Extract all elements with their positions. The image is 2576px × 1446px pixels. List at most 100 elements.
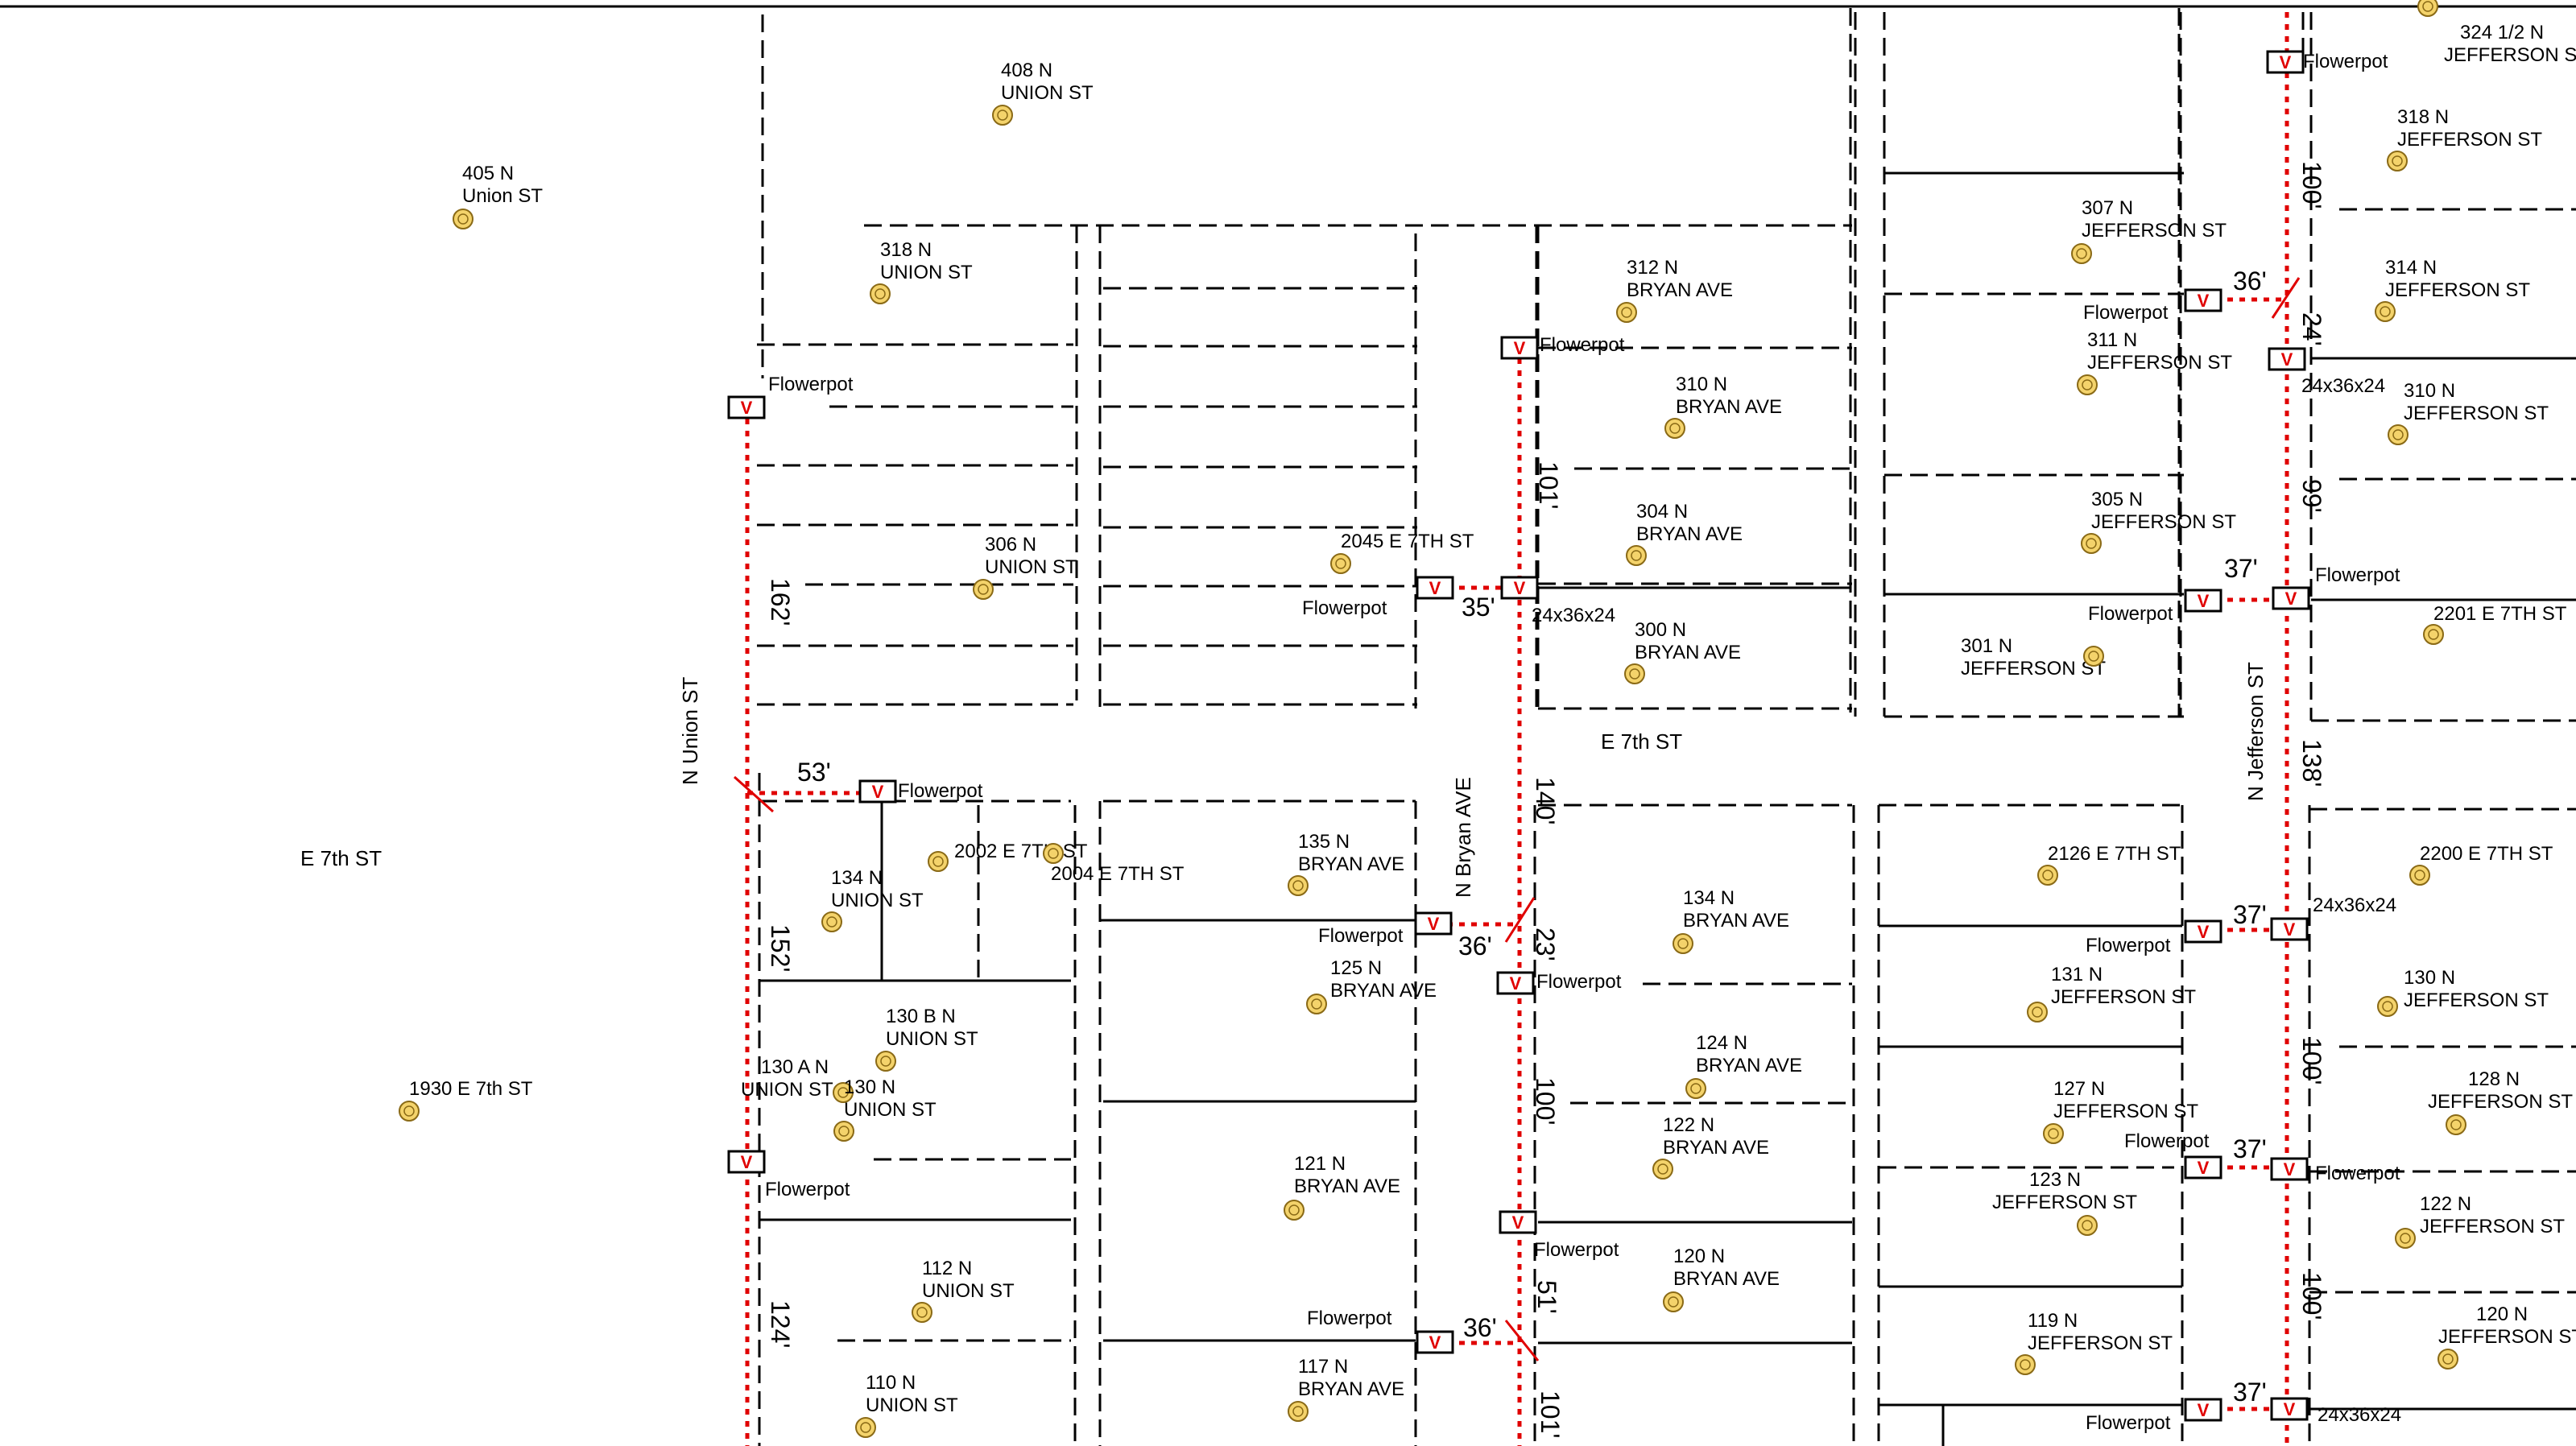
flowerpot-label: Flowerpot	[2315, 1163, 2400, 1184]
address-2200-e-7th[interactable]: 2200 E 7TH ST	[2409, 843, 2553, 886]
address-1930-e-7th[interactable]: 1930 E 7th ST	[399, 1078, 533, 1122]
valve-box-icon: V	[1416, 1330, 1454, 1354]
dimension-label: 138'	[2297, 739, 2326, 787]
svg-text:V: V	[741, 398, 753, 418]
street-label-e7th-center: E 7th ST	[1601, 729, 1682, 754]
valve-labels: Flowerpot Flowerpot Flowerpot Flowerpot …	[765, 51, 2401, 1434]
flowerpot-label: Flowerpot	[898, 780, 983, 802]
dimension-label: 37'	[2233, 1378, 2267, 1407]
valve-box-icon: V	[2184, 589, 2222, 613]
dimension-label: 36'	[1458, 932, 1492, 961]
house-marker-icon	[2375, 301, 2396, 322]
house-marker-icon	[973, 579, 994, 600]
house-marker-icon	[2395, 1228, 2416, 1249]
svg-text:V: V	[2284, 1159, 2296, 1180]
flowerpot-label: Flowerpot	[1302, 597, 1387, 619]
meter-box-label: 24x36x24	[2313, 894, 2396, 916]
address-2002-e-7th[interactable]: 2002 E 7TH ST	[928, 841, 1088, 872]
svg-text:V: V	[2284, 1399, 2296, 1419]
dimension-label: 152'	[766, 924, 795, 973]
svg-text:V: V	[1510, 973, 1522, 994]
address-2045-e-7th[interactable]: 2045 E 7TH ST	[1330, 531, 1474, 574]
flowerpot-label: Flowerpot	[768, 374, 854, 395]
meter-box-label: 24x36x24	[2301, 375, 2385, 397]
flowerpot-label: Flowerpot	[1318, 925, 1404, 947]
valve-box-icon: V	[1416, 576, 1454, 600]
dimension-label: 51'	[1532, 1280, 1561, 1314]
house-marker-icon	[870, 283, 891, 304]
svg-text:V: V	[1514, 578, 1526, 598]
house-marker-icon	[2409, 865, 2430, 886]
address-2201-e-7th[interactable]: 2201 E 7TH ST	[2423, 603, 2567, 645]
flowerpot-label: Flowerpot	[1534, 1239, 1619, 1261]
address-2126-e-7th[interactable]: 2126 E 7TH ST	[2037, 843, 2181, 886]
dimension-labels: 53' 162' 152' 124' 35' 36' 36' 101' 140'…	[766, 161, 2326, 1439]
house-marker-icon	[1616, 302, 1637, 323]
house-marker-icon	[992, 105, 1013, 126]
flowerpot-label: Flowerpot	[1536, 971, 1622, 993]
house-marker-icon	[928, 851, 949, 872]
flowerpot-label: Flowerpot	[1307, 1308, 1392, 1329]
dimension-label: 100'	[1531, 1077, 1560, 1126]
meter-box-label: 24x36x24	[2318, 1404, 2401, 1426]
dimension-label: 101'	[1534, 461, 1563, 510]
house-marker-icon	[453, 209, 473, 229]
address-2004-e-7th[interactable]: 2004 E 7TH ST	[1043, 843, 1185, 885]
house-marker-icon	[2015, 1354, 2036, 1375]
house-marker-icon	[1663, 1291, 1684, 1312]
svg-text:1930 E 7th ST: 1930 E 7th ST	[409, 1078, 533, 1100]
house-marker-icon	[1664, 418, 1685, 439]
valve-box-icon: V	[727, 1150, 766, 1174]
svg-text:V: V	[2198, 591, 2210, 611]
